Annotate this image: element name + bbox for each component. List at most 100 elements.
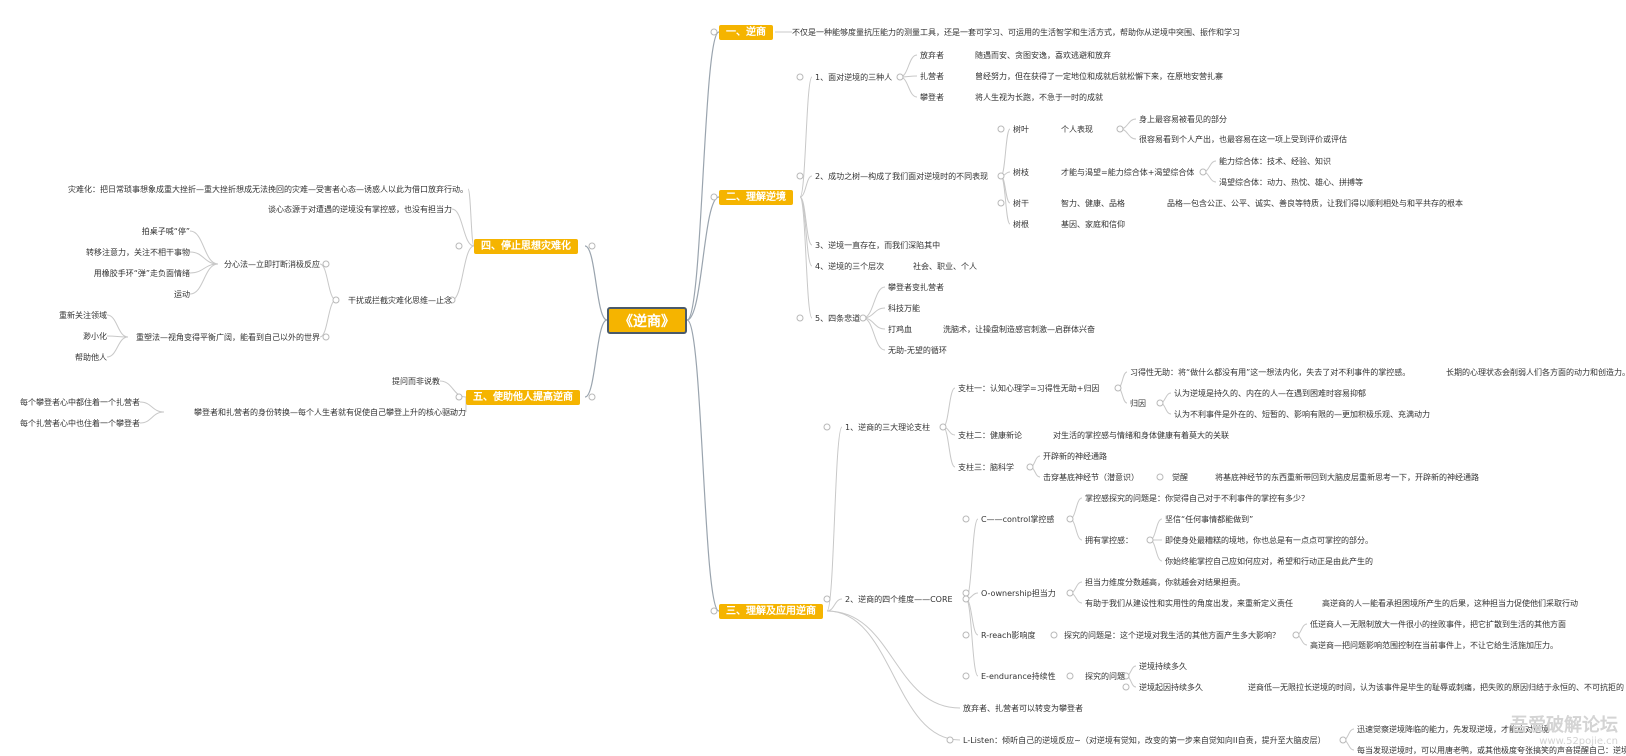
node-b3-2r1b[interactable]: 高逆商—把问题影响范围控制在当前事件上，不让它给生活施加压力。 [1310, 641, 1558, 650]
node-b5a[interactable]: 提问而非说教 [392, 377, 440, 386]
node-b2-2a1[interactable]: 个人表现 [1061, 125, 1093, 134]
node-b2-2a[interactable]: 树叶 [1013, 125, 1029, 134]
node-b2-5b[interactable]: 科技万能 [888, 304, 920, 313]
node-b2-5a[interactable]: 攀登者变扎营者 [888, 283, 944, 292]
node-b3-2c2c[interactable]: 你始终能掌控自己应如何应对，希望和行动正是由此产生的 [1165, 557, 1373, 566]
node-b2-1c[interactable]: 攀登者 [920, 93, 944, 102]
node-b4c2b[interactable]: 渺小化 [83, 332, 107, 341]
node-b4c1[interactable]: 分心法—立即打断消极反应 [224, 260, 320, 269]
node-b2-1c-d[interactable]: 将人生视为长跑，不急于一时的成就 [975, 93, 1103, 102]
node-b3-2e1b1[interactable]: 逆商低—无限拉长逆境的时间，认为该事件是毕生的耻辱或刺痛，把失败的原因归结于永恒… [1248, 683, 1624, 692]
node-b3-3b[interactable]: L-Listen：倾听自己的逆境反应~（对逆境有觉知，改变的第一步来自觉知向II… [963, 736, 1326, 745]
node-b3-1a2a[interactable]: 认为逆境是持久的、内在的人—在遇到困难时容易抑郁 [1174, 389, 1366, 398]
node-b2-5d[interactable]: 无助-无望的循环 [888, 346, 947, 355]
node-b3-3a[interactable]: 放弃者、扎营者可以转变为攀登者 [963, 704, 1083, 713]
collapse-dot [962, 631, 970, 639]
node-b3-1c2a1[interactable]: 将基底神经节的东西重新带回到大脑皮层重新思考一下，开辟新的神经通路 [1215, 473, 1479, 482]
node-b2-4a[interactable]: 社会、职业、个人 [913, 262, 977, 271]
collapse-dot [1339, 736, 1347, 744]
node-b3-1b1[interactable]: 对生活的掌控感与情绪和身体健康有着莫大的关联 [1053, 431, 1229, 440]
node-b2-3[interactable]: 3、逆境一直存在，而我们深陷其中 [815, 241, 941, 250]
node-b2-2[interactable]: 2、成功之树—构成了我们面对逆境时的不同表现 [815, 172, 989, 181]
node-b5b[interactable]: 攀登者和扎营者的身份转换—每个人生者就有促使自己攀登上升的核心驱动力 [194, 408, 466, 417]
node-b3-1c1[interactable]: 开辟新的神经通路 [1043, 452, 1107, 461]
node-b2-2c[interactable]: 树干 [1013, 199, 1029, 208]
node-b4c2[interactable]: 重塑法—视角变得平衡广阔，能看到自己以外的世界 [136, 333, 320, 342]
node-b3-2c2[interactable]: 拥有掌控感： [1085, 536, 1133, 545]
connector [451, 245, 475, 301]
node-b3-1a2b[interactable]: 认为不利事件是外在的、短暂的、影响有限的—更加积极乐观、充满动力 [1174, 410, 1430, 419]
node-b2-2d1[interactable]: 基因、家庭和信仰 [1061, 220, 1125, 229]
node-b2-2b1b[interactable]: 渴望综合体：动力、热忱、雄心、拼搏等 [1219, 178, 1363, 187]
node-b3-2e1[interactable]: 探究的问题 [1085, 672, 1125, 681]
node-b3-2r1a[interactable]: 低逆商人—无限制放大一件很小的挫败事件，把它扩散到生活的其他方面 [1310, 620, 1566, 629]
node-b3-1a2[interactable]: 归因 [1130, 399, 1146, 408]
node-b5b2[interactable]: 每个扎营者心中也住着一个攀登者 [20, 419, 140, 428]
node-b1-desc[interactable]: 不仅是一种能够度量抗压能力的测量工具，还是一套可学习、可运用的生活智学和生活方式… [792, 28, 1240, 37]
node-b4c1b[interactable]: 转移注意力，关注不相干事物 [86, 248, 190, 257]
node-b4b[interactable]: 谈心态源于对遭遇的逆境没有掌控感，也没有担当力 [268, 205, 452, 214]
node-b2-5c[interactable]: 打鸡血 [888, 325, 912, 334]
connector [319, 299, 337, 338]
node-b3-2o2a[interactable]: 高逆商的人—能看承担困境所产生的后果，这种担当力促使他们采取行动 [1322, 599, 1578, 608]
node-b3-3b2[interactable]: 每当发现逆境时，可以用唐老鸭，或其他极度夸张搞笑的声音提醒自己：逆境 [1357, 746, 1626, 755]
node-b4c2c[interactable]: 帮助他人 [75, 353, 107, 362]
collapse-dot [448, 408, 456, 416]
node-b2-1a[interactable]: 放弃者 [920, 51, 944, 60]
node-b2-2d[interactable]: 树根 [1013, 220, 1029, 229]
node-b4c[interactable]: 干扰或拦截灾难化思维—止念 [348, 296, 452, 305]
collapse-dot [997, 125, 1005, 133]
branch-4[interactable]: 四、停止思想灾难化 [474, 239, 578, 254]
node-b3-2o1[interactable]: 担当力维度分数越高，你就越会对结果担责。 [1085, 578, 1245, 587]
node-b5b1[interactable]: 每个攀登者心中都住着一个扎营者 [20, 398, 140, 407]
node-b3-1a1x[interactable]: 长期的心理状态会削弱人们各方面的动力和创造力。 [1446, 368, 1626, 377]
node-b2-2a1a[interactable]: 身上最容易被看见的部分 [1139, 115, 1227, 124]
collapse-dot [1156, 399, 1164, 407]
node-b3-2o2[interactable]: 有助于我们从建设性和实用性的角度出发，来重新定义责任 [1085, 599, 1293, 608]
node-b3-1c2[interactable]: 击穿基底神经节（潜意识） [1043, 473, 1139, 482]
root-node[interactable]: 《逆商》 [607, 307, 687, 334]
node-b3-2r[interactable]: R-reach影响度 [981, 631, 1036, 640]
node-b3-2c[interactable]: C——control掌控感 [981, 515, 1055, 524]
node-b2-4[interactable]: 4、逆境的三个层次 [815, 262, 885, 271]
node-b4c1d[interactable]: 运动 [174, 290, 190, 299]
node-b3-2c2b[interactable]: 即使身处最糟糕的境地，你也总是有一点点可掌控的部分。 [1165, 536, 1373, 545]
node-b3-2e1a[interactable]: 逆境持续多久 [1139, 662, 1187, 671]
node-b3-2e1b[interactable]: 逆境起因持续多久 [1139, 683, 1203, 692]
branch-1[interactable]: 一、逆商 [719, 25, 773, 40]
node-b3-2c2a[interactable]: 坚信“任何事情都能做到” [1165, 515, 1254, 524]
node-b2-1b[interactable]: 扎营者 [920, 72, 944, 81]
node-b2-1a-d[interactable]: 随遇而安、贪图安逸，喜欢逃避和放弃 [975, 51, 1111, 60]
branch-5[interactable]: 五、使助他人提高逆商 [466, 390, 580, 405]
node-b4c1a[interactable]: 拍桌子喊“停” [141, 227, 190, 236]
node-b2-1b-d[interactable]: 曾经努力，但在获得了一定地位和成就后就松懈下来，在原地安营扎寨 [975, 72, 1223, 81]
node-b2-5[interactable]: 5、四条悲道 [815, 314, 861, 323]
node-b3-1c2a[interactable]: 觉醒 [1172, 473, 1188, 482]
connector [189, 230, 219, 265]
node-b3-2o[interactable]: O-ownership担当力 [981, 589, 1056, 598]
node-b2-2b1a[interactable]: 能力综合体：技术、经验、知识 [1219, 157, 1331, 166]
node-b2-2c1a[interactable]: 品格—包含公正、公平、诚实、善良等特质，让我们得以顺利相处与和平共存的根本 [1167, 199, 1463, 208]
node-b2-2b1[interactable]: 才能与渴望=能力综合体+渴望综合体 [1061, 168, 1195, 177]
node-b3-2[interactable]: 2、逆商的四个维度——CORE [845, 595, 953, 604]
node-b4a[interactable]: 灾难化：把日常琐事想象成重大挫折—重大挫折想成无法挽回的灾难—受害者心态—诱惑人… [68, 185, 468, 194]
node-b3-3b1[interactable]: 迅速觉察逆境降临的能力，先发现逆境，才能应对逆境 [1357, 725, 1549, 734]
branch-3[interactable]: 三、理解及应用逆商 [719, 604, 823, 619]
node-b4c1c[interactable]: 用橡胶手环“弹”走负面情绪 [93, 269, 190, 278]
node-b3-1a1[interactable]: 习得性无助：将“做什么都没有用”这一想法内化，失去了对不利事件的掌控感。 [1130, 368, 1411, 377]
node-b3-1c[interactable]: 支柱三：脑科学 [958, 463, 1014, 472]
node-b3-1b[interactable]: 支柱二：健康新论 [958, 431, 1022, 440]
node-b4c2a[interactable]: 重新关注领域 [59, 311, 107, 320]
node-b2-2c1[interactable]: 智力、健康、品格 [1061, 199, 1125, 208]
node-b3-2c1[interactable]: 掌控感探究的问题是：你觉得自己对于不利事件的掌控有多少？ [1085, 494, 1309, 503]
branch-2[interactable]: 二、理解逆境 [719, 190, 793, 205]
node-b3-2e[interactable]: E-endurance持续性 [981, 672, 1056, 681]
node-b2-1[interactable]: 1、面对逆境的三种人 [815, 73, 893, 82]
connector [467, 188, 475, 247]
node-b2-5c1[interactable]: 洗脑术，让操盘制造感官刺激—启群体兴奋 [943, 325, 1095, 334]
node-b2-2a1b[interactable]: 很容易看到个人产出，也最容易在这一项上受到评价或评估 [1139, 135, 1347, 144]
node-b3-1a[interactable]: 支柱一：认知心理学=习得性无助+归因 [958, 384, 1100, 393]
node-b3-1[interactable]: 1、逆商的三大理论支柱 [845, 423, 931, 432]
node-b2-2b[interactable]: 树枝 [1013, 168, 1029, 177]
node-b3-2r1[interactable]: 探究的问题是：这个逆境对我生活的其他方面产生多大影响？ [1064, 631, 1280, 640]
